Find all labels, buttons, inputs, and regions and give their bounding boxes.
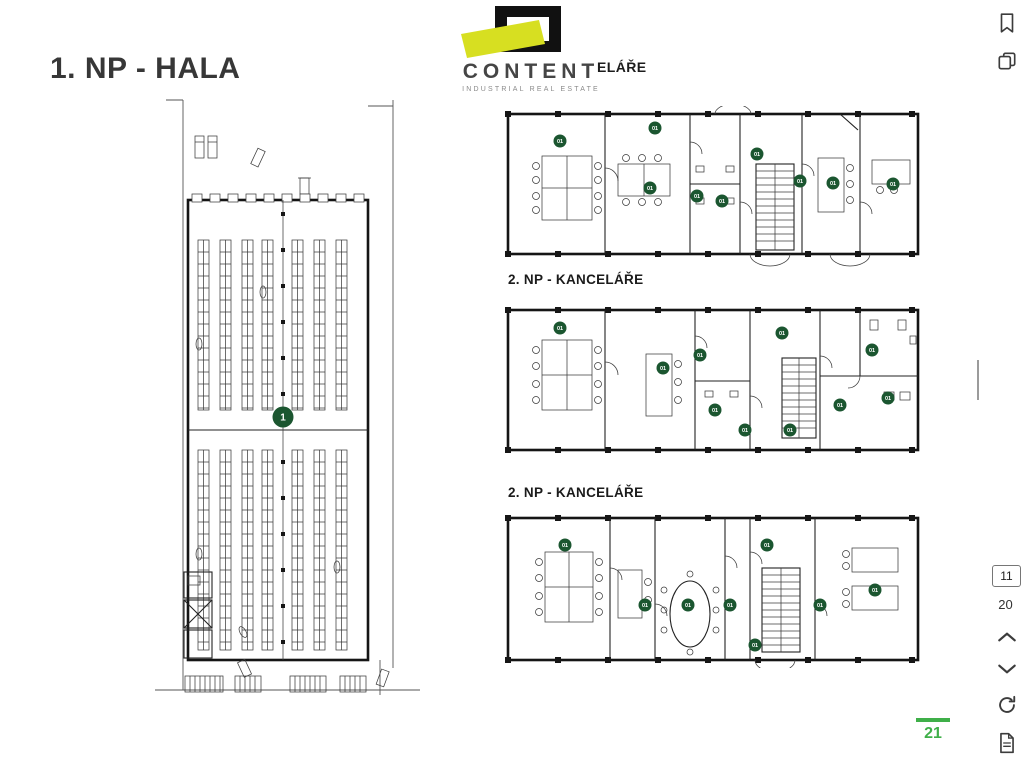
svg-text:01: 01 (727, 603, 733, 609)
svg-text:01: 01 (797, 179, 803, 185)
svg-text:01: 01 (660, 366, 666, 372)
svg-text:01: 01 (754, 152, 760, 158)
unit-marker: 01 (693, 348, 707, 362)
svg-text:01: 01 (872, 588, 878, 594)
document-page-number: 21 (912, 718, 954, 743)
page-number-input[interactable]: 11 (992, 565, 1021, 587)
unit-marker: 01 (708, 403, 722, 417)
parking-rows (184, 658, 390, 693)
svg-text:01: 01 (652, 126, 658, 132)
unit-marker: 01 (750, 147, 764, 161)
stair-annex (183, 571, 213, 659)
rack-tags (195, 285, 341, 638)
svg-text:01: 01 (562, 543, 568, 549)
logo-wordmark: CONTENT (462, 60, 600, 83)
svg-text:01: 01 (742, 428, 748, 434)
meeting-desk (617, 154, 671, 206)
content-logo: CONTENT INDUSTRIAL REAL ESTATE (461, 6, 601, 93)
unit-marker: 1 (272, 406, 294, 428)
svg-text:01: 01 (869, 348, 875, 354)
partially-hidden-label: ELÁŘE (597, 59, 647, 75)
svg-text:01: 01 (830, 181, 836, 187)
racking-rows-upper (197, 239, 348, 411)
unit-marker: 01 (881, 391, 895, 405)
office-floor-plan-3: 01 01 01 01 01 01 01 01 (505, 515, 920, 668)
desk-bank (535, 551, 603, 623)
scrollbar-thumb[interactable] (977, 360, 979, 400)
svg-text:01: 01 (647, 186, 653, 192)
hala-floor-plan: 1 (155, 99, 420, 695)
chevron-up-icon[interactable] (996, 630, 1018, 644)
unit-marker: 01 (748, 638, 762, 652)
office-plan-label-1: 2. NP - KANCELÁŘE (508, 272, 644, 287)
svg-text:01: 01 (642, 603, 648, 609)
unit-marker: 01 (783, 423, 797, 437)
unit-marker: 01 (638, 598, 652, 612)
unit-marker: 01 (793, 174, 807, 188)
svg-text:01: 01 (779, 331, 785, 337)
svg-text:01: 01 (694, 194, 700, 200)
unit-marker: 01 (648, 121, 662, 135)
unit-marker: 01 (886, 177, 900, 191)
unit-marker: 01 (813, 598, 827, 612)
unit-marker: 01 (553, 134, 567, 148)
unit-marker: 01 (643, 181, 657, 195)
desk-bank (532, 155, 602, 221)
yard-objects (194, 135, 311, 195)
unit-marker: 01 (558, 538, 572, 552)
unit-marker: 01 (690, 189, 704, 203)
svg-text:01: 01 (764, 543, 770, 549)
page-title: 1. NP - HALA (50, 52, 241, 85)
office-desks (645, 319, 917, 417)
svg-text:01: 01 (557, 139, 563, 145)
svg-text:01: 01 (712, 408, 718, 414)
unit-marker: 01 (723, 598, 737, 612)
logo-tagline: INDUSTRIAL REAL ESTATE (462, 86, 600, 93)
meeting-table (660, 570, 720, 656)
site-boundary-lines (166, 99, 394, 690)
office-plan-label-2: 2. NP - KANCELÁŘE (508, 485, 644, 500)
unit-marker: 01 (656, 361, 670, 375)
chevron-down-icon[interactable] (996, 662, 1018, 676)
svg-text:01: 01 (885, 396, 891, 402)
desk-bank (532, 339, 602, 411)
unit-marker: 01 (865, 343, 879, 357)
svg-text:1: 1 (280, 413, 286, 424)
unit-marker: 01 (715, 194, 729, 208)
unit-marker: 01 (681, 598, 695, 612)
unit-marker: 01 (760, 538, 774, 552)
svg-text:01: 01 (685, 603, 691, 609)
office-floor-plan-2: 01 01 01 01 01 01 01 01 01 01 (505, 307, 920, 453)
unit-marker: 01 (553, 321, 567, 335)
svg-text:01: 01 (787, 428, 793, 434)
unit-marker: 01 (738, 423, 752, 437)
unit-marker: 01 (868, 583, 882, 597)
document-icon[interactable] (996, 732, 1018, 754)
column-posts (281, 212, 285, 644)
svg-text:01: 01 (837, 403, 843, 409)
svg-text:01: 01 (890, 182, 896, 188)
svg-text:01: 01 (557, 326, 563, 332)
office-floor-plan-1: 01 01 01 01 01 01 01 01 01 (505, 106, 920, 267)
content-logo-mark (461, 6, 561, 58)
dock-doors (191, 193, 365, 203)
copy-icon[interactable] (996, 50, 1018, 72)
unit-marker: 01 (826, 176, 840, 190)
unit-marker: 01 (833, 398, 847, 412)
svg-text:01: 01 (719, 199, 725, 205)
svg-text:01: 01 (752, 643, 758, 649)
racking-rows-lower (197, 449, 348, 651)
office-desks (617, 547, 899, 619)
unit-marker: 01 (775, 326, 789, 340)
total-pages-label: 20 (998, 597, 1013, 612)
bookmark-icon[interactable] (996, 12, 1018, 34)
svg-text:01: 01 (817, 603, 823, 609)
svg-text:01: 01 (697, 353, 703, 359)
refresh-icon[interactable] (996, 694, 1018, 716)
ground-line (155, 660, 420, 695)
page-number-rule (916, 718, 950, 722)
